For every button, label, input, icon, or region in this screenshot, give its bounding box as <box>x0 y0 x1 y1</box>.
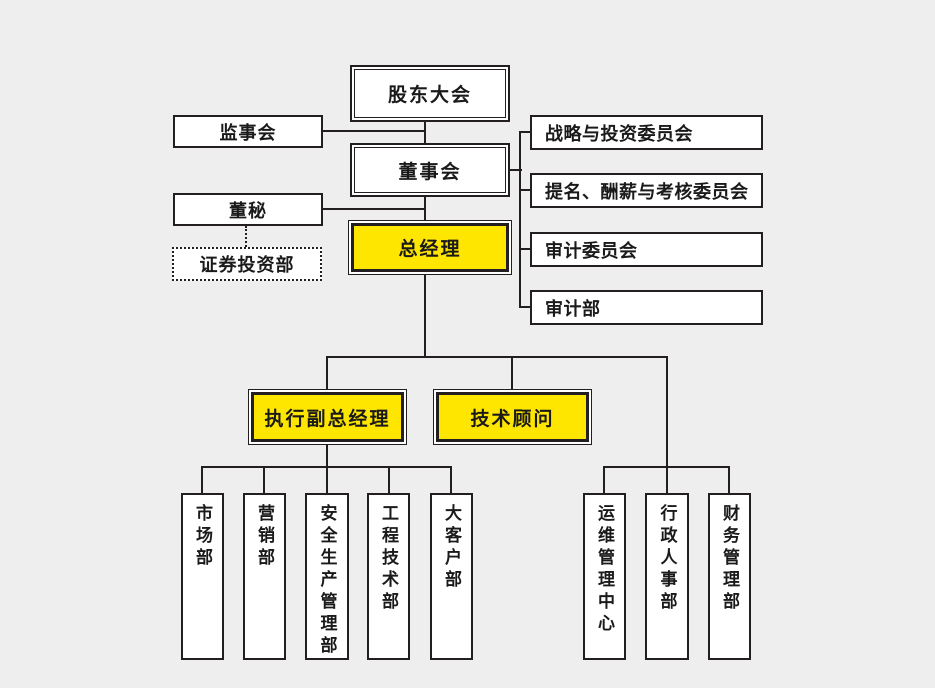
connector-gm-split <box>424 275 426 357</box>
node-finance-management-dept-label: 财务管理部 <box>720 504 739 614</box>
node-engineering-tech-dept-label: 工程技术部 <box>379 504 398 614</box>
node-board-secretary-label: 董秘 <box>229 200 267 221</box>
node-board-of-directors-label: 董事会 <box>398 161 462 183</box>
node-technical-advisor: 技术顾问 <box>433 389 592 445</box>
connector-drop-ops <box>603 466 605 494</box>
node-ops-maintenance-center-label: 运维管理中心 <box>595 504 614 636</box>
connector-drop-marketing <box>201 466 203 494</box>
node-securities-investment-dept-label: 证券投资部 <box>199 255 295 275</box>
node-safety-production-dept: 安全生产管理部 <box>305 493 349 660</box>
connector-drop-evp <box>326 356 328 390</box>
node-sales-dept-label: 营销部 <box>255 504 274 570</box>
node-admin-hr-dept: 行政人事部 <box>645 493 689 660</box>
connector-committee-2 <box>519 189 531 191</box>
node-nomination-remuneration-committee: 提名、酬薪与考核委员会 <box>530 173 763 208</box>
node-shareholders-meeting-label: 股东大会 <box>387 85 472 106</box>
connector-gm-depts-trunk <box>666 356 668 494</box>
node-general-manager-label: 总经理 <box>398 239 462 260</box>
node-key-accounts-dept-label: 大客户部 <box>442 504 461 592</box>
node-nomination-remuneration-committee-label: 提名、酬薪与考核委员会 <box>545 181 749 202</box>
node-audit-dept-label: 审计部 <box>545 298 601 319</box>
connector-drop-sales <box>263 466 265 494</box>
connector-gm-depts-horizontal <box>603 466 730 468</box>
node-marketing-dept: 市场部 <box>181 493 224 660</box>
node-ops-maintenance-center: 运维管理中心 <box>583 493 626 660</box>
connector-drop-advisor <box>511 356 513 390</box>
node-finance-management-dept: 财务管理部 <box>708 493 751 660</box>
node-sales-dept: 营销部 <box>243 493 286 660</box>
node-supervisory-board-label: 监事会 <box>219 122 277 143</box>
connector-drop-engineering <box>388 466 390 494</box>
node-board-of-directors: 董事会 <box>350 143 510 197</box>
connector-split-horizontal <box>326 356 668 358</box>
connector-evp-depts-trunk <box>326 445 328 494</box>
node-supervisory-board: 监事会 <box>173 115 323 148</box>
node-general-manager: 总经理 <box>348 220 512 275</box>
connector-evp-depts-horizontal <box>201 466 452 468</box>
connector-supervisory <box>323 130 426 132</box>
node-key-accounts-dept: 大客户部 <box>430 493 473 660</box>
node-shareholders-meeting: 股东大会 <box>350 65 510 122</box>
connector-committee-1 <box>519 131 531 133</box>
connector-secretary <box>323 208 426 210</box>
connector-shareholders-board <box>424 122 426 143</box>
node-safety-production-dept-label: 安全生产管理部 <box>317 504 337 658</box>
node-strategy-investment-committee-label: 战略与投资委员会 <box>545 123 693 144</box>
node-audit-committee: 审计委员会 <box>530 232 763 267</box>
node-technical-advisor-label: 技术顾问 <box>470 408 555 430</box>
connector-committee-4 <box>519 306 531 308</box>
node-executive-vice-gm: 执行副总经理 <box>248 389 407 445</box>
connector-committee-spine <box>519 131 521 308</box>
node-admin-hr-dept-label: 行政人事部 <box>657 504 677 614</box>
connector-board-committee-spine <box>510 169 522 171</box>
node-strategy-investment-committee: 战略与投资委员会 <box>530 115 763 150</box>
node-engineering-tech-dept: 工程技术部 <box>367 493 410 660</box>
connector-secretary-securities-dotted <box>245 226 247 247</box>
node-audit-committee-label: 审计委员会 <box>545 240 638 261</box>
connector-drop-key-accounts <box>450 466 452 494</box>
node-marketing-dept-label: 市场部 <box>193 504 212 570</box>
node-securities-investment-dept: 证券投资部 <box>172 247 322 281</box>
node-board-secretary: 董秘 <box>173 193 323 226</box>
node-executive-vice-gm-label: 执行副总经理 <box>264 408 391 430</box>
node-audit-dept: 审计部 <box>530 290 763 325</box>
connector-drop-finance <box>728 466 730 494</box>
connector-committee-3 <box>519 248 531 250</box>
